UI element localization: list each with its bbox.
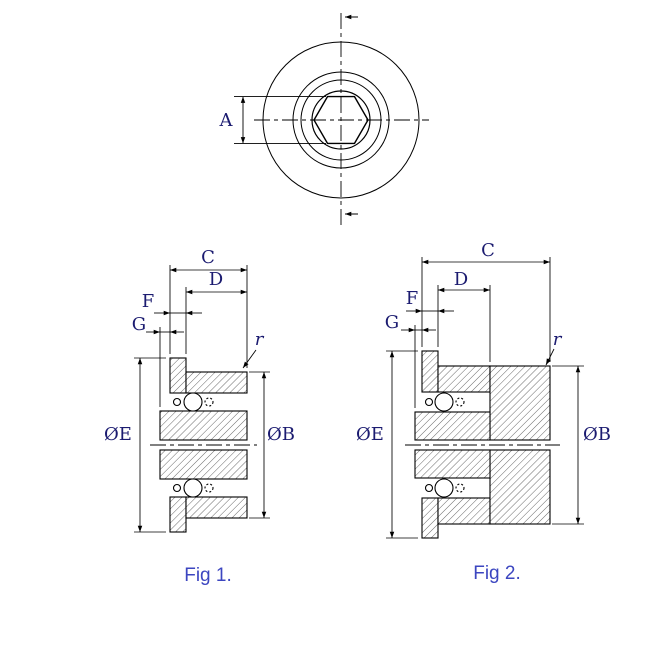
fig1-hub-lower (159, 449, 248, 480)
fig1-dim-label-oe: ØE (104, 424, 132, 445)
fig1-dim-label-c: C (201, 247, 215, 268)
fig1-body-upper (185, 371, 248, 394)
hub-circle (300, 79, 382, 161)
fig2-retainer-upper (455, 397, 465, 407)
fig2-body-right-upper (489, 365, 551, 441)
fig1-retainer-upper (204, 397, 214, 407)
fig1-flange-upper (169, 357, 187, 394)
fig2-hub-lower (414, 449, 491, 479)
fig2-dim-label-f: F (406, 288, 419, 309)
fig2-caption: Fig 2. (473, 563, 521, 584)
fig2-ball-lower (434, 478, 454, 498)
fig1-section: C D F G ØE ØB r Fig 1. (104, 247, 295, 586)
fig1-flange-lower (169, 496, 187, 533)
hex-bore (313, 95, 369, 145)
outer-diameter-circle (262, 41, 420, 199)
fig2-seal-lower (424, 483, 434, 493)
fig2-dim-label-g: G (385, 312, 399, 333)
fig2-body-right-lower (489, 449, 551, 525)
fig1-seal-lower (172, 483, 182, 493)
fig1-dim-label-d: D (209, 269, 223, 290)
fig2-flange-lower (421, 497, 439, 539)
fig1-dim-label-r: r (255, 329, 265, 350)
dim-a-lines (234, 96, 326, 144)
fig2-hub-upper (414, 411, 491, 441)
fig2-ball-upper (434, 392, 454, 412)
fig1-seal-upper (172, 397, 182, 407)
fig1-caption: Fig 1. (184, 565, 232, 586)
fig2-dim-label-ob: ØB (583, 424, 611, 445)
fig1-ball-lower (183, 478, 203, 498)
fig2-dim-label-oe: ØE (356, 424, 384, 445)
fig1-r-leader (242, 349, 257, 369)
fig2-dim-label-d: D (454, 269, 468, 290)
fig1-dim-label-f: F (142, 291, 155, 312)
flange-step-circle (292, 71, 390, 169)
dim-label-a: A (219, 110, 234, 131)
fig2-section: C D F G ØE ØB r Fig 2. (356, 240, 611, 584)
fig1-retainer-lower (204, 483, 214, 493)
fig1-part (159, 357, 248, 533)
fig2-seal-upper (424, 397, 434, 407)
fig2-body-left-lower (437, 497, 491, 525)
fig2-body-left-upper (437, 365, 491, 393)
fig2-dim-label-r: r (553, 329, 563, 350)
fig2-dim-label-c: C (481, 240, 495, 261)
fig1-ball-upper (183, 392, 203, 412)
fig2-dimensions (386, 257, 584, 539)
bore-circle (311, 90, 371, 150)
fig2-r-leader (545, 348, 555, 366)
fig1-dim-label-g: G (132, 314, 146, 335)
fig1-dimensions (134, 265, 270, 533)
front-view: A (219, 13, 429, 227)
fig1-dim-label-ob: ØB (267, 424, 295, 445)
fig1-hub-upper (159, 410, 248, 441)
fig1-body-lower (185, 496, 248, 519)
fig2-retainer-lower (455, 483, 465, 493)
fig2-part (414, 350, 551, 539)
fig2-flange-upper (421, 350, 439, 393)
